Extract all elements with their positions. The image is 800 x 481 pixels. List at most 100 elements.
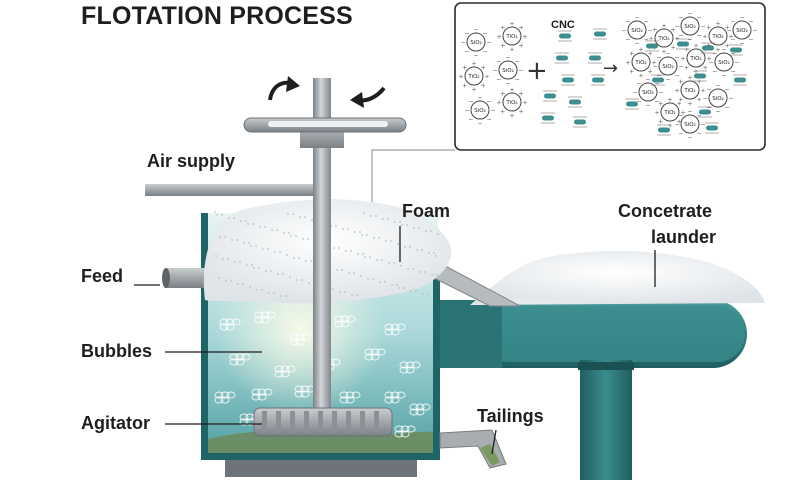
- foam-label: Foam: [402, 201, 451, 221]
- tio2-particle: ++++++++TiO₂: [702, 21, 733, 54]
- bubbles-cluster: [214, 311, 431, 438]
- svg-text:+: +: [496, 100, 501, 107]
- svg-text:+: +: [458, 74, 463, 81]
- feed-pipe: [162, 268, 205, 288]
- svg-text:−: −: [721, 47, 726, 54]
- cnc-rod: [561, 74, 575, 86]
- particle-label: SiO₂: [631, 28, 643, 34]
- cnc-rod: [698, 106, 712, 118]
- reaction-arrow-icon: →: [603, 58, 619, 79]
- svg-text:−: −: [625, 18, 630, 25]
- svg-text:+: +: [509, 113, 514, 120]
- svg-text:−: −: [665, 51, 670, 58]
- sio2-particle: −−−−−−−−SiO₂: [632, 77, 663, 110]
- cnc-rod: [676, 38, 690, 50]
- svg-text:+: +: [658, 100, 663, 107]
- svg-text:+: +: [697, 97, 702, 104]
- cnc-rod: [568, 96, 582, 108]
- svg-text:+: +: [661, 49, 666, 56]
- svg-text:−: −: [515, 58, 520, 65]
- svg-text:+: +: [677, 100, 682, 107]
- svg-text:+: +: [687, 101, 692, 108]
- svg-text:−: −: [697, 33, 702, 40]
- sio2-particle: −−−−−−−−SiO₂: [621, 15, 652, 48]
- svg-text:+: +: [648, 69, 653, 76]
- svg-text:+: +: [678, 78, 683, 85]
- svg-text:−: −: [460, 40, 465, 47]
- svg-text:+: +: [496, 34, 501, 41]
- particle-label: SiO₂: [736, 28, 748, 34]
- svg-text:+: +: [484, 74, 489, 81]
- svg-text:+: +: [519, 109, 524, 116]
- cnc-rod: [693, 70, 707, 82]
- svg-text:+: +: [519, 24, 524, 31]
- svg-text:−: −: [645, 103, 650, 110]
- svg-text:−: −: [712, 50, 717, 57]
- particle-label: SiO₂: [712, 96, 724, 102]
- sio2-particle: −−−−−−−−SiO₂: [674, 109, 705, 142]
- svg-text:−: −: [697, 131, 702, 138]
- svg-text:+: +: [652, 26, 657, 33]
- svg-text:−: −: [687, 11, 692, 18]
- svg-text:−: −: [734, 60, 739, 67]
- tank-base: [225, 455, 417, 477]
- svg-text:−: −: [636, 80, 641, 87]
- svg-text:−: −: [487, 98, 492, 105]
- particle-label: TiO₂: [657, 36, 669, 42]
- svg-text:−: −: [678, 33, 683, 40]
- svg-text:−: −: [674, 122, 679, 129]
- cnc-rod: [555, 52, 569, 64]
- air-supply-label: Air supply: [147, 151, 236, 171]
- bubble: [274, 365, 296, 378]
- flotation-tank: [201, 213, 440, 460]
- svg-text:+: +: [697, 78, 702, 85]
- bubble: [364, 348, 386, 361]
- svg-text:+: +: [680, 110, 685, 117]
- svg-text:−: −: [655, 80, 660, 87]
- svg-text:+: +: [509, 21, 514, 28]
- svg-text:+: +: [684, 46, 689, 53]
- cnc-rod: [558, 30, 572, 42]
- svg-text:+: +: [481, 83, 486, 90]
- feed-label: Feed: [81, 266, 124, 286]
- svg-text:−: −: [515, 77, 520, 84]
- svg-text:−: −: [518, 68, 523, 75]
- tio2-particle: ++++++++TiO₂: [680, 43, 711, 76]
- bubble: [399, 361, 421, 374]
- svg-text:+: +: [661, 23, 666, 30]
- svg-text:−: −: [464, 108, 469, 115]
- svg-text:−: −: [675, 54, 680, 61]
- impeller-blade: [290, 411, 295, 433]
- bubble: [384, 323, 406, 336]
- svg-text:−: −: [645, 77, 650, 84]
- svg-text:+: +: [654, 110, 659, 117]
- svg-text:−: −: [678, 112, 683, 119]
- cnc-rod: [588, 52, 602, 64]
- sio2-particle: −−−−−−−−SiO₂: [674, 11, 705, 44]
- impeller-blade: [276, 411, 281, 433]
- svg-text:−: −: [697, 14, 702, 21]
- svg-text:+: +: [667, 97, 672, 104]
- svg-text:−: −: [621, 28, 626, 35]
- svg-text:+: +: [706, 56, 711, 63]
- svg-text:+: +: [700, 88, 705, 95]
- svg-text:−: −: [731, 50, 736, 57]
- bubble: [219, 318, 241, 331]
- svg-text:−: −: [490, 108, 495, 115]
- impeller-blade: [262, 411, 267, 433]
- svg-text:−: −: [647, 28, 652, 35]
- svg-text:+: +: [522, 34, 527, 41]
- svg-text:−: −: [678, 64, 683, 71]
- svg-text:−: −: [477, 121, 482, 128]
- bubbles-label: Bubbles: [81, 341, 153, 361]
- svg-text:+: +: [678, 97, 683, 104]
- svg-text:−: −: [726, 28, 731, 35]
- particle-label: TiO₂: [505, 34, 517, 40]
- svg-text:−: −: [687, 109, 692, 116]
- tio2-particle: ++++++++TiO₂: [674, 75, 705, 108]
- cnc-rod: [625, 98, 639, 110]
- drive-disc: [243, 117, 407, 133]
- svg-text:+: +: [481, 64, 486, 71]
- svg-text:−: −: [468, 98, 473, 105]
- cnc-inset-panel: −−−−−−−−SiO₂++++++++TiO₂−−−−−−−−SiO₂++++…: [454, 2, 766, 151]
